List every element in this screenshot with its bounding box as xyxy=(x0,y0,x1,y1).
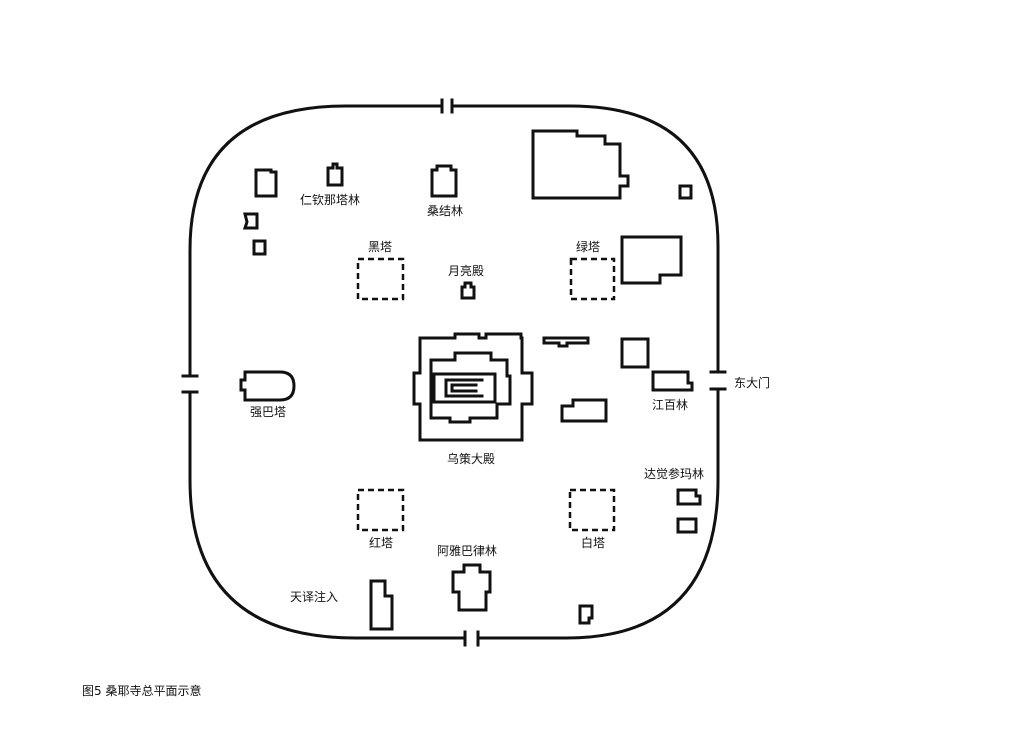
label-luta: 绿塔 xyxy=(576,240,601,254)
label-yueliang: 月亮殿 xyxy=(448,264,485,278)
label-sangjie: 桑结林 xyxy=(427,204,464,218)
green-tower xyxy=(569,257,616,301)
building-dajue-2 xyxy=(676,517,698,534)
central-hall-outer xyxy=(412,332,534,442)
label-renqin: 仁钦那塔林 xyxy=(300,193,361,207)
central-hall-shrine xyxy=(444,378,484,398)
building-sangjie xyxy=(430,164,458,198)
central-hall-inner xyxy=(429,351,512,424)
building-e-mid xyxy=(560,398,608,423)
label-dajue: 达觉参玛林 xyxy=(644,467,705,481)
building-yueliang xyxy=(460,281,476,300)
east-gate xyxy=(709,370,727,391)
central-hall-core xyxy=(432,372,497,404)
west-gate xyxy=(181,374,199,394)
building-w2 xyxy=(242,212,259,230)
building-renqin xyxy=(326,162,344,187)
label-wuce: 乌策大殿 xyxy=(447,452,496,466)
building-w3 xyxy=(252,239,267,256)
label-hongta: 红塔 xyxy=(369,536,394,550)
figure-caption: 图5 桑耶寺总平面示意 xyxy=(82,684,202,698)
black-tower xyxy=(356,257,405,301)
label-ayabalu: 阿雅巴律林 xyxy=(437,544,498,558)
building-s-small xyxy=(578,604,594,625)
building-e-bar xyxy=(542,336,590,348)
red-tower xyxy=(356,488,405,532)
label-heita: 黑塔 xyxy=(368,240,393,254)
label-baita: 白塔 xyxy=(581,536,606,550)
white-tower xyxy=(568,488,616,532)
label-dongdamen: 东大门 xyxy=(734,376,771,390)
building-dajue-1 xyxy=(676,488,702,506)
building-e-tall xyxy=(620,337,650,369)
south-gate xyxy=(463,630,480,647)
building-e-upper xyxy=(620,235,683,285)
building-ayabalu xyxy=(451,563,492,612)
label-tianxiang: 天译注入 xyxy=(290,590,339,604)
building-w1 xyxy=(254,168,278,198)
small-building-ne xyxy=(678,184,693,200)
label-jiangbai: 江百林 xyxy=(652,398,689,412)
large-building-ne xyxy=(531,129,630,200)
building-jiangbai xyxy=(651,370,694,392)
north-gate xyxy=(440,98,454,114)
label-qiangba: 强巴塔 xyxy=(250,405,287,419)
building-qiangba xyxy=(239,370,296,402)
enclosure-wall xyxy=(188,104,720,640)
building-tianxiang xyxy=(369,579,394,631)
